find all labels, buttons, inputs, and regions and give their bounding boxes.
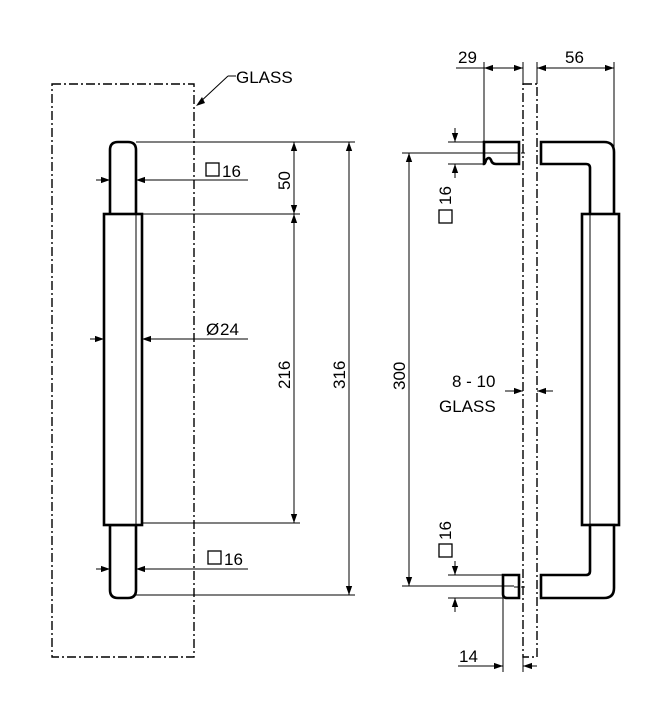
front-dim-50: 50	[275, 142, 298, 214]
side-glass-outline	[522, 83, 538, 658]
front-dim-50-value: 50	[275, 171, 294, 190]
side-dim-300-value: 300	[390, 362, 409, 390]
front-square-bottom-value: 16	[224, 550, 243, 569]
side-dim-29-value: 29	[458, 48, 477, 67]
front-diameter-24: Ø 24	[90, 320, 248, 343]
side-grip-tube	[580, 212, 621, 527]
front-view: GLASS 16 Ø 24	[51, 68, 355, 658]
front-square-16-bottom: 16	[96, 550, 248, 573]
front-handle	[102, 140, 144, 600]
side-square-16-bottom: 16	[436, 521, 459, 612]
side-glass-thickness-value: 8 - 10	[452, 372, 495, 391]
front-diameter-value: 24	[220, 320, 239, 339]
front-square-top-value: 16	[222, 162, 241, 181]
side-dim-14: 14	[458, 598, 537, 672]
side-glass-thickness: 8 - 10 GLASS	[439, 372, 553, 416]
front-square-16-top: 16	[96, 162, 248, 184]
square-symbol-icon	[438, 209, 453, 224]
front-dim-316-value: 316	[330, 361, 349, 389]
front-glass-outline	[51, 83, 195, 658]
side-dim-56-value: 56	[565, 48, 584, 67]
side-glass-thickness-label: GLASS	[439, 397, 496, 416]
front-dim-316: 316	[330, 142, 353, 595]
front-glass-leader: GLASS	[196, 68, 293, 106]
diameter-symbol-icon: Ø	[206, 320, 219, 339]
side-dim-56: 56	[536, 48, 615, 214]
front-dim-216: 216	[275, 214, 298, 523]
side-dim-29: 29	[456, 48, 524, 142]
side-square-16-top: 16	[436, 128, 459, 224]
square-symbol-icon	[207, 550, 222, 565]
square-symbol-icon	[438, 543, 453, 558]
side-view: 29 56 300 16	[390, 48, 621, 672]
side-dim-300: 300	[390, 153, 413, 586]
side-handle	[482, 140, 621, 600]
front-dim-216-value: 216	[275, 361, 294, 389]
front-glass-label: GLASS	[236, 68, 293, 87]
side-square-bottom-value: 16	[436, 521, 455, 540]
square-symbol-icon	[205, 162, 220, 177]
side-dim-14-value: 14	[459, 647, 478, 666]
side-square-top-value: 16	[436, 186, 455, 205]
